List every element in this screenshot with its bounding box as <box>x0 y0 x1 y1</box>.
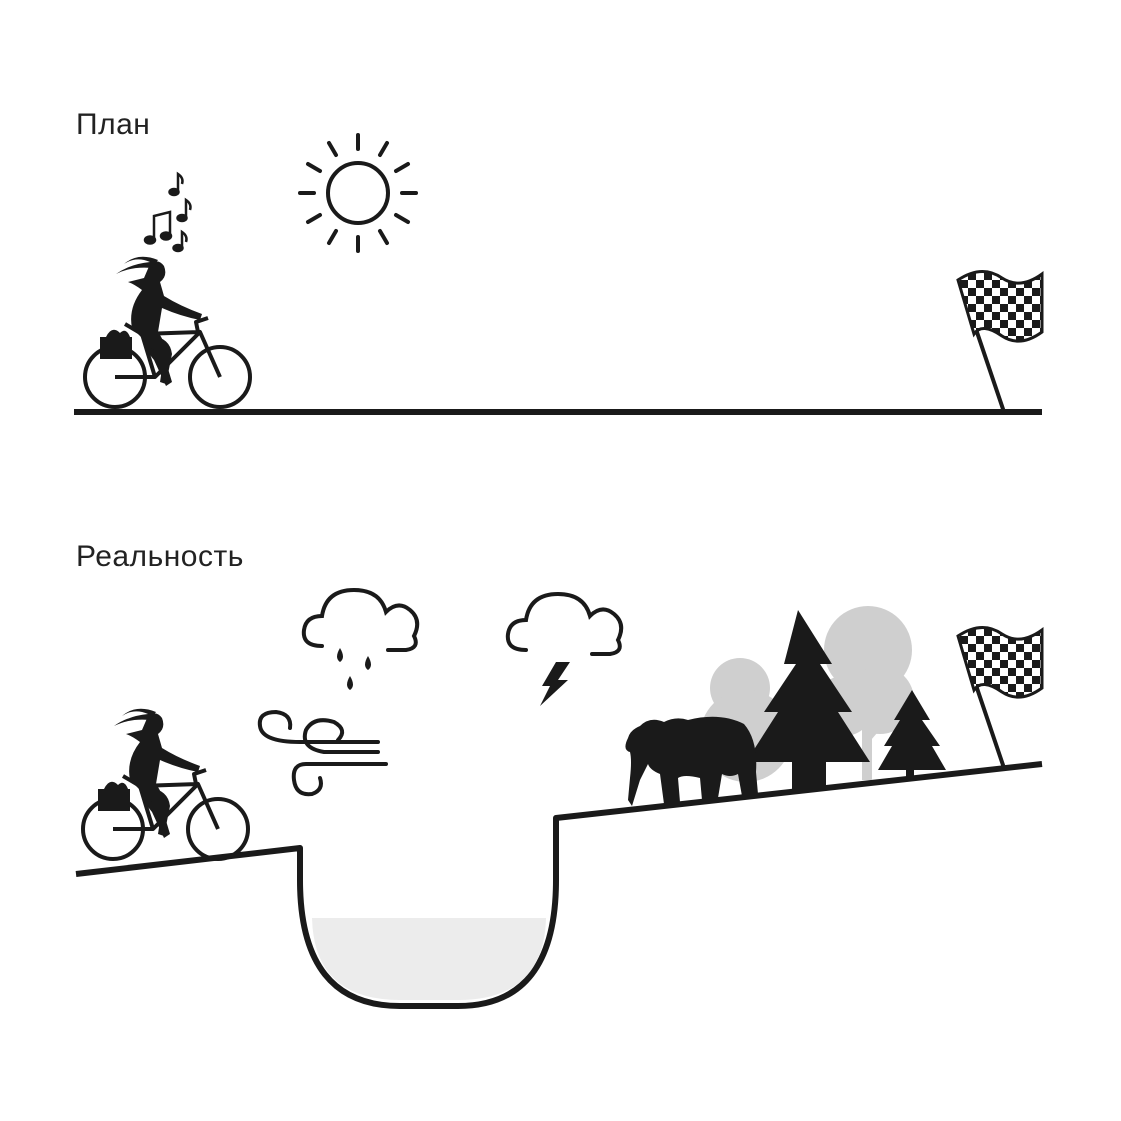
thunder-cloud-icon <box>505 592 624 656</box>
sun-icon <box>298 133 418 253</box>
reality-cyclist-icon <box>81 706 250 861</box>
music-notes-icon <box>143 171 192 253</box>
pine-tree-icon <box>746 610 946 790</box>
plan-finish-flag-icon <box>956 269 1044 414</box>
pit-water <box>312 918 546 1000</box>
bear-icon <box>625 716 758 806</box>
reality-finish-flag-icon <box>956 625 1044 770</box>
reality-terrain-line <box>75 761 1043 1009</box>
rain-cloud-icon <box>301 588 420 652</box>
reality-title: Реальность <box>76 540 244 573</box>
plan-title: План <box>76 108 151 141</box>
wind-icon <box>257 709 388 797</box>
plan-cyclist-icon <box>83 254 252 409</box>
raindrops-icon <box>337 648 371 690</box>
lightning-icon <box>540 662 570 706</box>
